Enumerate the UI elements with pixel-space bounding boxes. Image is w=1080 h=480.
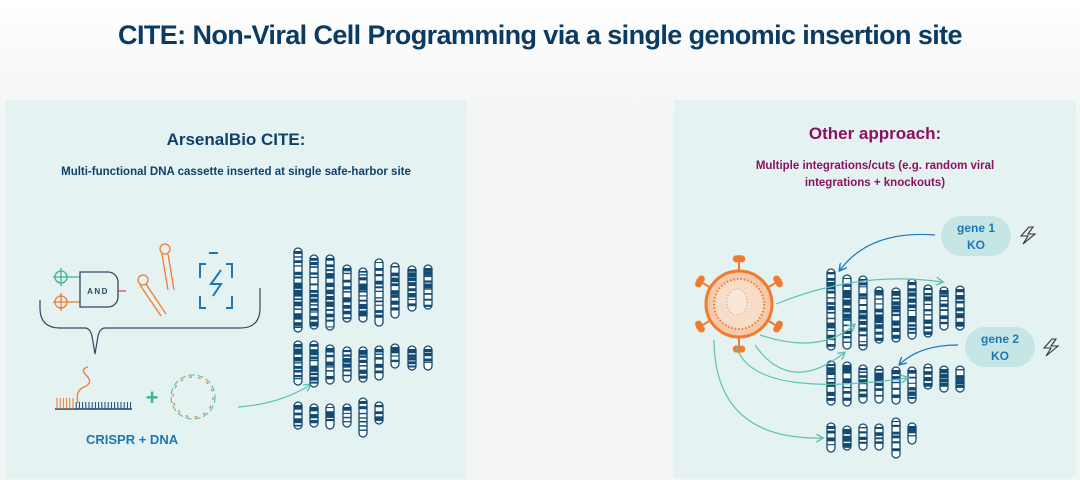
chromosome (874, 286, 884, 344)
cite-heading: ArsenalBio CITE: (166, 130, 306, 149)
bubble-line: gene 1 (956, 221, 995, 235)
chromosome (309, 254, 319, 330)
bubble-line: KO (991, 349, 1009, 363)
chromosome (826, 422, 836, 453)
chromosome (374, 401, 384, 425)
chromosome (390, 262, 400, 319)
chromosome (939, 286, 949, 331)
subheading-line-1: Multiple integrations/cuts (e.g. random … (755, 160, 995, 172)
target-receptor-icon-orange (53, 293, 80, 311)
plasmid-dna-icon (170, 374, 216, 420)
chromosome (342, 346, 352, 383)
chromosome (407, 265, 417, 312)
cite-subheading: Multi-functional DNA cassette inserted a… (61, 166, 411, 178)
chromosome (309, 403, 319, 428)
viral-spike-icon (695, 319, 711, 333)
target-receptor-icon-green (53, 268, 80, 286)
chromosome (374, 345, 384, 381)
viral-spike-icon (695, 275, 711, 289)
chromosome (874, 423, 884, 451)
chromosome (342, 403, 352, 428)
chromosome (891, 417, 901, 459)
bubble-line: gene 2 (980, 332, 1019, 346)
chromosome (358, 267, 368, 323)
chromosome (955, 285, 965, 331)
chromosome (342, 264, 352, 323)
plus-sign: + (146, 385, 159, 410)
insertion-arrow (237, 385, 310, 408)
page-title: CITE: Non-Viral Cell Programming via a s… (118, 20, 963, 50)
rna-hairpin-icon (137, 243, 175, 317)
chromosome (891, 287, 901, 343)
chromosome (907, 278, 917, 340)
viral-spike-icon (767, 275, 783, 289)
chromosome (293, 401, 303, 430)
chromosome (874, 365, 884, 404)
chromosome (842, 425, 852, 451)
and-gate-label: AND (87, 287, 109, 296)
knockout-arrows (840, 233, 959, 364)
other-subheading: Multiple integrations/cuts (e.g. random … (674, 158, 1076, 192)
chromosome (423, 345, 433, 371)
and-gate-icon (79, 271, 119, 308)
viral-spike-icon (732, 255, 746, 271)
chromosome (939, 365, 949, 393)
chromosome (858, 423, 868, 451)
chromosome (842, 274, 852, 350)
battery-power-icon (199, 252, 233, 309)
chromosome (858, 275, 868, 351)
crispr-guide-icon (55, 366, 132, 410)
chromosome (358, 397, 368, 438)
chromosome (325, 254, 335, 331)
gene-2-ko-bubble: gene 2 KO (965, 327, 1035, 367)
chromosome (325, 344, 335, 385)
chromosome (293, 247, 303, 333)
viral-spike-icon (732, 337, 746, 353)
chromosome (891, 366, 901, 405)
chromosome (358, 346, 368, 383)
chromosome (826, 268, 836, 351)
chromosome (390, 343, 400, 369)
chromosome (923, 284, 933, 338)
chromosome (309, 340, 319, 388)
chromosome (955, 365, 965, 393)
bubble-line: KO (967, 238, 985, 252)
chromosome (293, 340, 303, 386)
chromosome (407, 345, 417, 371)
chromosome (907, 422, 917, 445)
crispr-dna-label: CRISPR + DNA (86, 432, 179, 447)
integration-arrows (713, 279, 942, 438)
chromosome (826, 360, 836, 406)
viral-vector-icon (695, 255, 783, 353)
lightning-icon-1 (1019, 226, 1037, 245)
cite-panel-content: ArsenalBio CITE: Multi-functional DNA ca… (6, 100, 466, 478)
brace-divider (39, 288, 261, 355)
chromosome (907, 366, 917, 404)
viral-spike-icon (767, 319, 783, 333)
cite-panel (6, 100, 466, 478)
chromosome (858, 364, 868, 404)
gene-1-ko-bubble: gene 1 KO (941, 216, 1011, 256)
chromosome (423, 264, 433, 310)
subheading-line-2: integrations + knockouts) (804, 177, 946, 189)
chromosome (325, 403, 335, 430)
chromosome (374, 258, 384, 327)
chromosome (923, 363, 933, 390)
other-heading: Other approach: (808, 124, 942, 143)
other-panel-content: Other approach: Multiple integrations/cu… (674, 100, 1076, 478)
lightning-icon-2 (1042, 338, 1060, 357)
